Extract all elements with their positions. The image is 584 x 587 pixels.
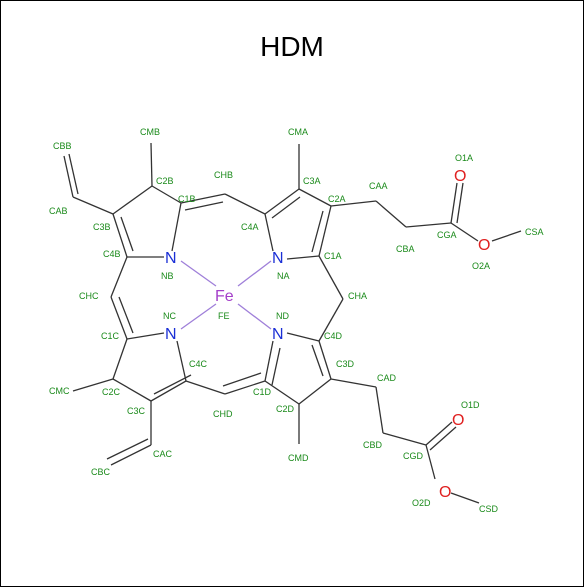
- atom-label-c4b: C4B: [103, 249, 121, 259]
- oxygen-o2a-symbol: O: [478, 237, 490, 254]
- atom-label-cab: CAB: [49, 206, 68, 216]
- diagram-title: HDM: [260, 31, 324, 62]
- nitrogen-nd-symbol: N: [272, 326, 284, 343]
- atom-label-cmd: CMD: [288, 453, 309, 463]
- atom-label-cbb: CBB: [53, 141, 72, 151]
- oxygen-o2d-symbol: O: [439, 484, 451, 501]
- atom-label-o2a: O2A: [472, 261, 490, 271]
- atom-label-cac: CAC: [153, 449, 173, 459]
- atom-label-c1a: C1A: [324, 251, 342, 261]
- oxygen-o1d-symbol: O: [452, 412, 464, 429]
- atom-label-cmc: CMC: [49, 386, 70, 396]
- atom-label-cbd: CBD: [363, 440, 383, 450]
- atom-label-c2c: C2C: [102, 387, 121, 397]
- atom-labels: CBB CAB CMB C2B C3B C4B C1B NB CHB CMA C…: [49, 127, 544, 514]
- atom-label-nb: NB: [161, 271, 174, 281]
- nitrogen-nb-symbol: N: [165, 250, 177, 267]
- atom-label-c1c: C1C: [101, 331, 120, 341]
- atom-label-nd: ND: [276, 311, 289, 321]
- atom-label-cma: CMA: [288, 127, 308, 137]
- atom-label-c3d: C3D: [336, 359, 355, 369]
- atom-label-cbc: CBC: [91, 467, 111, 477]
- atom-label-nc: NC: [163, 311, 176, 321]
- atom-label-c4c: C4C: [189, 359, 208, 369]
- nitrogen-na-symbol: N: [272, 250, 284, 267]
- atom-label-c3c: C3C: [127, 406, 146, 416]
- atom-label-chb: CHB: [214, 170, 233, 180]
- atom-label-c2a: C2A: [328, 194, 346, 204]
- atom-label-cba: CBA: [396, 244, 415, 254]
- atom-label-chd: CHD: [213, 409, 233, 419]
- atom-label-chc: CHC: [79, 291, 99, 301]
- atom-label-csa: CSA: [525, 227, 544, 237]
- atom-label-o2d: O2D: [412, 498, 431, 508]
- coordination-bonds: [180, 260, 272, 330]
- atom-label-cha: CHA: [348, 291, 367, 301]
- atom-label-csd: CSD: [479, 504, 499, 514]
- nitrogen-nc-symbol: N: [165, 326, 177, 343]
- atom-label-cgd: CGD: [403, 451, 424, 461]
- atom-label-cmb: CMB: [140, 127, 160, 137]
- atom-label-c3b: C3B: [93, 222, 111, 232]
- atom-label-cga: CGA: [437, 230, 457, 240]
- atom-label-fe: FE: [218, 311, 230, 321]
- atom-label-c4a: C4A: [241, 222, 259, 232]
- atom-label-c3a: C3A: [303, 176, 321, 186]
- covalent-bonds: [63, 142, 522, 504]
- atom-label-c1b: C1B: [178, 194, 196, 204]
- atom-label-o1a: O1A: [455, 153, 473, 163]
- atom-label-c4d: C4D: [324, 331, 343, 341]
- atom-label-c2b: C2B: [156, 176, 174, 186]
- atom-label-caa: CAA: [369, 181, 388, 191]
- iron-symbol: Fe: [215, 288, 234, 305]
- atom-label-o1d: O1D: [461, 400, 480, 410]
- atom-label-c1d: C1D: [253, 387, 272, 397]
- atom-label-na: NA: [277, 271, 290, 281]
- oxygen-o1a-symbol: O: [454, 168, 466, 185]
- atom-label-cad: CAD: [377, 373, 397, 383]
- atom-label-c2d: C2D: [276, 404, 295, 414]
